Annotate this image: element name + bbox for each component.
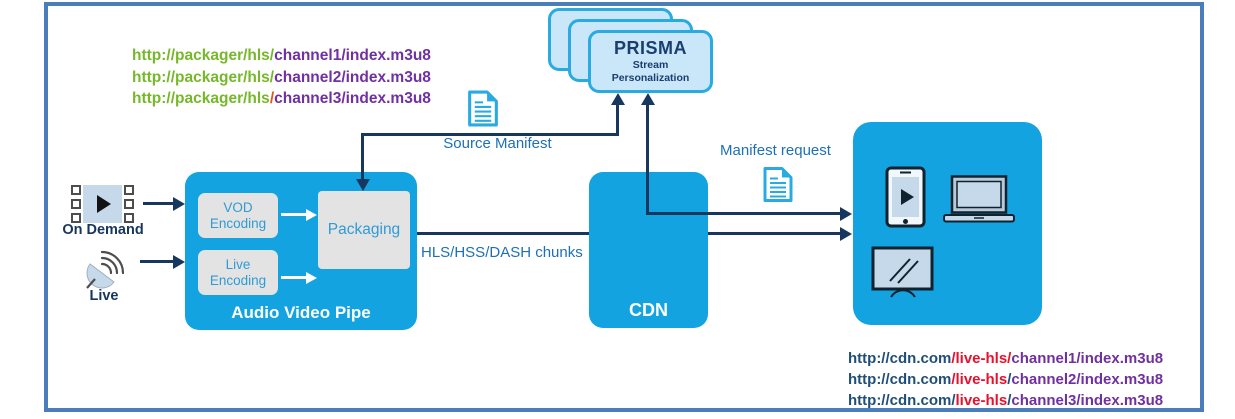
- on-demand-label: On Demand: [62, 222, 144, 238]
- phone-icon: [885, 166, 926, 228]
- arrowhead-ondemand: [173, 196, 185, 211]
- audio-video-pipe-title: Audio Video Pipe: [231, 303, 371, 322]
- packager-url-channel3: http://packager/hls/channel3/index.m3u8: [132, 90, 431, 107]
- line-source-manifest: [361, 133, 619, 136]
- cdn-url-channel3: http://cdn.com/live-hls/channel3/index.m…: [848, 391, 1164, 409]
- laptop-icon: [943, 175, 1015, 223]
- arrowhead-live: [173, 254, 185, 269]
- manifest-request-label: Manifest request: [720, 142, 831, 159]
- live-encoding-box: Live Encoding: [198, 250, 278, 295]
- arrowhead-into-prisma-right: [640, 93, 655, 105]
- prisma-subtitle-line1: Stream: [632, 59, 669, 71]
- line-manifest-to-devices: [646, 212, 841, 215]
- prisma-subtitle-line2: Personalization: [611, 71, 690, 84]
- live-label: Live: [89, 288, 119, 304]
- devices-box: [853, 122, 1042, 325]
- cdn-url-channel2: http://cdn.com/live-hls/channel2/index.m…: [848, 370, 1164, 388]
- line-packaging-vertical: [361, 133, 364, 181]
- source-manifest-document-icon: [466, 89, 500, 128]
- prisma-title: PRISMA: [613, 38, 687, 58]
- cdn-title: CDN: [629, 300, 668, 320]
- arrow-liveenc-to-packaging: [281, 276, 307, 279]
- arrowhead-liveenc-packaging: [306, 271, 317, 284]
- source-manifest-label: Source Manifest: [443, 135, 552, 152]
- arrow-ondemand-to-avp: [143, 202, 174, 205]
- prisma-box: PRISMA Stream Personalization: [588, 30, 713, 93]
- arrowhead-into-prisma-left: [610, 93, 625, 105]
- cdn-url-list: http://cdn.com/live-hls/channel1/index.m…: [848, 349, 1163, 411]
- arrowhead-manifest-devices: [840, 206, 852, 221]
- arrowhead-chunks-devices: [840, 226, 852, 241]
- cdn-url-channel1: http://cdn.com/live-hls/channel1/index.m…: [848, 350, 1164, 367]
- packager-url-channel1: http://packager/hls/channel1/index.m3u8: [132, 47, 431, 64]
- satellite-dish-icon: [80, 242, 128, 290]
- chunks-label: HLS/HSS/DASH chunks: [421, 244, 583, 261]
- line-to-prisma-left: [616, 104, 619, 135]
- arrowhead-vod-packaging: [306, 208, 317, 221]
- line-cdn-to-prisma: [646, 104, 649, 215]
- manifest-request-document-icon: [762, 165, 794, 204]
- film-strip-icon: [71, 185, 134, 223]
- arrow-vod-to-packaging: [281, 213, 307, 216]
- packager-url-channel2: http://packager/hls/channel2/index.m3u8: [132, 68, 431, 86]
- packaging-box: Packaging: [318, 191, 410, 269]
- arrowhead-into-packaging: [355, 179, 370, 191]
- arrow-live-to-avp: [140, 260, 174, 263]
- monitor-icon: [871, 246, 935, 300]
- packager-url-list: http://packager/hls/channel1/index.m3u8 …: [132, 45, 431, 110]
- vod-encoding-box: VOD Encoding: [198, 193, 278, 238]
